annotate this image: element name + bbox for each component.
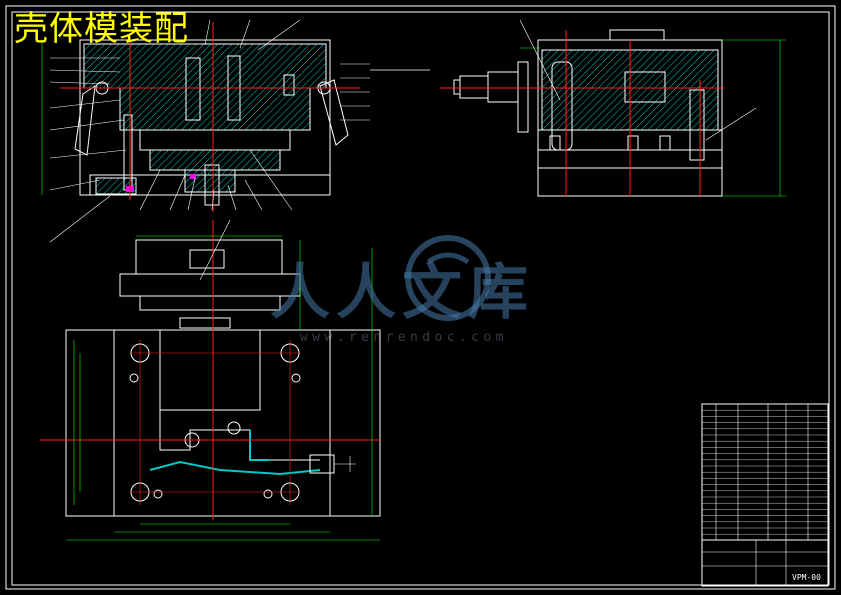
- watermark-url-text: www.renrendoc.com: [300, 330, 508, 345]
- inner-frame: [11, 11, 830, 586]
- bom-rows: [702, 410, 828, 535]
- plan-view: [40, 219, 381, 541]
- outer-frame: [5, 5, 836, 590]
- drawing-title: 壳体模装配: [14, 9, 189, 49]
- front-section-view: [41, 19, 430, 243]
- watermark-logo: [405, 235, 491, 321]
- watermark-chinese-text: 人人文库: [270, 258, 534, 328]
- side-section-view: [440, 19, 786, 197]
- title-block: [701, 403, 829, 587]
- drawing-number: VPM-00: [792, 573, 821, 582]
